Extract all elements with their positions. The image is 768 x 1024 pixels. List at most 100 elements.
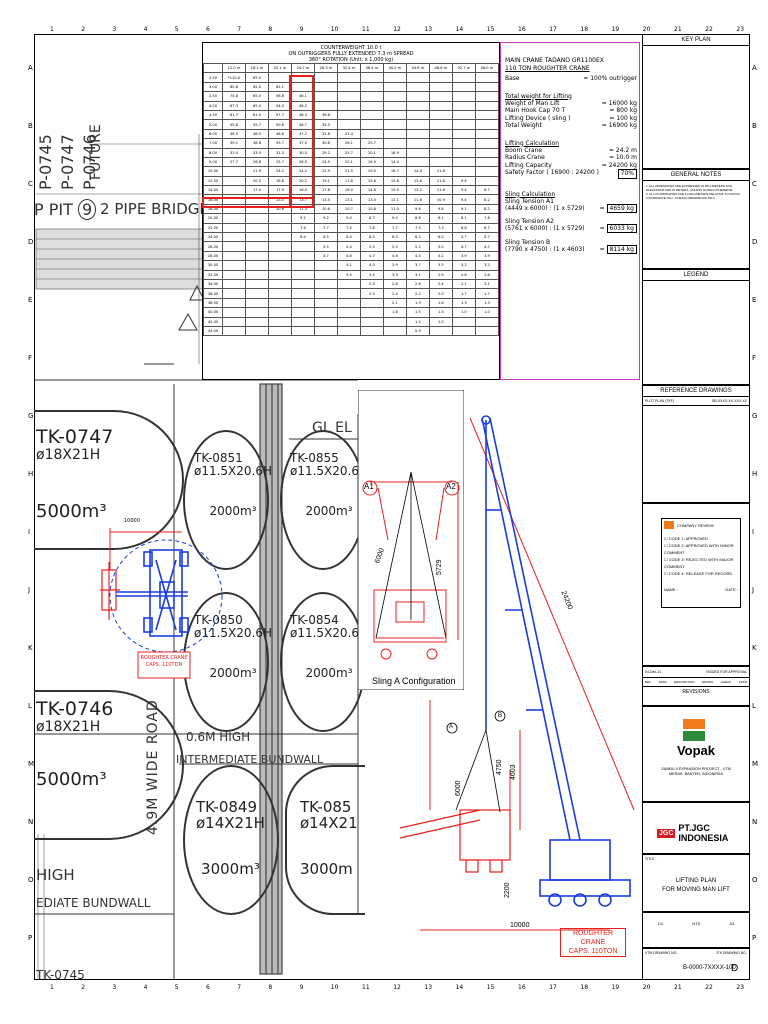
table-cell — [290, 260, 315, 271]
grid-column-number: 12 — [393, 26, 401, 33]
table-cell: 0.9 — [405, 325, 430, 337]
grid-column-number: 23 — [736, 26, 745, 33]
rev-description: ISSUED FOR APPROVAL — [706, 670, 747, 674]
grid-row-letter: K — [752, 644, 757, 652]
table-cell: 7.8 — [474, 213, 500, 224]
grid-column-number: 10 — [330, 984, 339, 991]
table-cell — [336, 81, 361, 93]
revision-letter: D — [731, 963, 739, 974]
table-cell — [290, 297, 315, 309]
table-cell — [359, 81, 384, 93]
sling-caption: Sling A Configuration — [372, 676, 456, 686]
table-cell: 22.00 — [202, 222, 224, 234]
table-cell: 6.4 — [290, 232, 315, 243]
table-cell — [451, 166, 476, 177]
table-cell: 16.9 — [359, 156, 384, 168]
tank-0747 — [34, 410, 184, 550]
table-cell — [474, 109, 500, 121]
table-cell — [474, 156, 500, 168]
man-lift-elevation — [399, 809, 511, 873]
table-cell — [336, 288, 361, 299]
vopak-logo-icon — [683, 719, 705, 741]
review-option[interactable]: ☐ CODE 3: REJECTED WITH MAJOR COMMENT — [664, 557, 734, 569]
reference-drawings-heading: REFERENCE DRAWINGS — [643, 386, 749, 397]
review-option[interactable]: ☐ CODE 1: APPROVED — [664, 536, 708, 541]
table-cell: 9.6 — [405, 203, 430, 215]
drawing-title: LIFTING PLAN FOR MOVING MAN LIFT — [643, 877, 749, 895]
grid-row-letter: I — [28, 528, 31, 536]
ref-title: PLOT PLAN (TKF) — [645, 399, 675, 403]
table-cell — [405, 147, 430, 158]
tank-0849-label: TK-0849 ø14X21H 3000m³ — [196, 799, 265, 877]
table-cell — [290, 250, 315, 262]
table-cell: 7.7 — [313, 222, 338, 234]
table-cell: 7.3 — [428, 222, 453, 234]
crane-boom — [481, 415, 581, 841]
table-cell: 65.0 — [245, 72, 269, 83]
tank-0746-label: TK-0746 ø18X21H 5000m³ — [36, 699, 113, 790]
ref-number: SB-XXXX-XX-XXX-XX — [711, 399, 747, 403]
table-cell: 33.0 — [245, 147, 269, 158]
crane-label-line: CAPS. 110TON — [568, 948, 618, 955]
base-value: = 100% outrigger — [583, 75, 637, 82]
table-cell — [336, 316, 361, 327]
table-cell — [245, 213, 269, 224]
grid-row-letter: F — [28, 354, 33, 362]
table-cell: 3.7 — [405, 260, 430, 271]
table-cell — [382, 325, 407, 337]
table-cell: 61.0 — [245, 109, 269, 121]
table-cell — [382, 91, 407, 102]
table-cell — [336, 307, 361, 318]
sling-a1-row: (4449 x 6000) : (1 x 5729)= 4659 kg — [505, 203, 637, 213]
table-cell — [245, 250, 269, 262]
table-cell — [222, 213, 246, 224]
grid-column-number: 9 — [299, 984, 304, 991]
table-cell: 20.5 — [245, 175, 269, 187]
tank-0851 — [183, 430, 269, 570]
table-cell: 4.4 — [405, 250, 430, 262]
sling-point-a2-label: A2 — [446, 482, 456, 491]
jgc-logo-icon: JGC — [657, 828, 676, 838]
vtm-label: VTM DRAWING NO. — [645, 951, 678, 955]
table-cell — [336, 297, 361, 309]
grid-column-number: 10 — [330, 26, 339, 33]
table-cell — [313, 325, 338, 337]
review-option[interactable]: ☐ CODE 4: RELEASE FOR RECORD — [664, 571, 733, 576]
tank-0746 — [34, 690, 184, 840]
table-cell — [405, 72, 430, 83]
review-option[interactable]: ☐ CODE 2: APPROVED WITH MINOR COMMENT — [664, 543, 734, 555]
table-cell: 21.4 — [336, 128, 361, 140]
table-cell: 2.6 — [451, 269, 476, 281]
tank-volume: 2000m³ — [209, 504, 257, 519]
grid-row-letter: I — [752, 528, 755, 536]
base-row: Base= 100% outrigger — [505, 75, 637, 83]
table-cell — [245, 288, 269, 299]
review-stamp: COMPANY REVIEW ☐ CODE 1: APPROVED☐ CODE … — [661, 518, 741, 608]
table-cell — [405, 156, 430, 168]
table-cell: 29.2 — [313, 147, 338, 158]
safety-label: Safety Factor ( 16900 : 24200 ) — [505, 169, 599, 176]
table-cell: 9.4 — [451, 175, 476, 187]
drawing-number-labels: VTM DRAWING NO.JTK DRAWING NO. — [643, 949, 749, 957]
revision-column-header: DESCRIPTION — [673, 680, 695, 684]
project-info: SAMBU II EXPANSION PROJECT - VTM MERAK, … — [643, 767, 749, 777]
table-cell — [267, 278, 292, 290]
tank-0747-label: TK-0747 ø18X21H 5000m³ — [36, 427, 113, 522]
title-label: TITLE : — [645, 857, 657, 861]
sling-b-value: 8114 kg — [606, 244, 637, 254]
table-cell: 61.7 — [222, 109, 246, 121]
table-cell — [474, 128, 500, 140]
revision-column-header: APPR — [738, 680, 747, 684]
table-cell: 2.9 — [359, 278, 384, 290]
table-header-cell: 32.4 m — [336, 62, 361, 74]
table-cell — [359, 128, 384, 140]
table-cell — [313, 72, 338, 83]
table-cell — [474, 316, 500, 327]
table-cell: 7.6 — [290, 222, 315, 234]
table-cell: 9.00 — [202, 156, 224, 168]
